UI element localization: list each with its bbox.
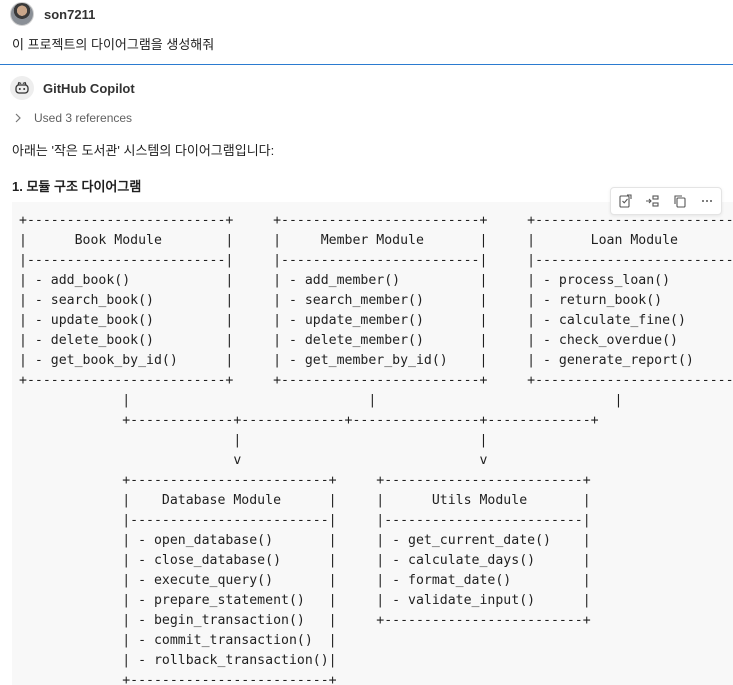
username: son7211	[44, 6, 96, 22]
code-content: +-------------------------+ +-----------…	[19, 211, 733, 685]
code-toolbar	[610, 187, 722, 215]
code-line: | Database Module | | Utils Module |	[19, 493, 591, 508]
code-line: | - begin_transaction() | +-------------…	[19, 613, 591, 628]
response-intro: 아래는 '작은 도서관' 시스템의 다이어그램입니다:	[12, 143, 275, 158]
code-line: |-------------------------| |-----------…	[19, 513, 591, 528]
code-line: | - search_book() | | - search_member() …	[19, 293, 733, 308]
code-line: | Book Module | | Member Module | | Loan…	[19, 233, 733, 248]
code-line: | - close_database() | | - calculate_day…	[19, 553, 591, 568]
message-divider	[0, 64, 733, 65]
code-line: +-------------------------+ +-----------…	[19, 473, 591, 488]
code-line: +-------------+-------------+-----------…	[19, 413, 599, 428]
code-line: | - execute_query() | | - format_date() …	[19, 573, 591, 588]
more-icon[interactable]	[696, 190, 718, 212]
code-line: | |	[19, 433, 488, 448]
assistant-header: GitHub Copilot	[10, 76, 135, 100]
user-header: son7211	[10, 2, 95, 26]
copilot-icon	[10, 76, 34, 100]
code-line: | - rollback_transaction()|	[19, 653, 337, 668]
code-line: +-------------------------+ +-----------…	[19, 373, 733, 388]
user-message: 이 프로젝트의 다이어그램을 생성해줘	[12, 37, 215, 52]
copy-icon[interactable]	[669, 190, 691, 212]
chevron-right-icon	[14, 113, 28, 123]
code-line: v v	[19, 453, 488, 468]
references-label: Used 3 references	[34, 111, 133, 125]
assistant-name: GitHub Copilot	[43, 80, 135, 96]
code-line: +-------------------------+ +-----------…	[19, 213, 733, 228]
code-line: | - update_book() | | - update_member() …	[19, 313, 733, 328]
code-line: | - open_database() | | - get_current_da…	[19, 533, 591, 548]
insert-icon[interactable]	[641, 190, 663, 212]
code-line: | - prepare_statement() | | - validate_i…	[19, 593, 591, 608]
section-title: 1. 모듈 구조 다이어그램	[12, 179, 142, 194]
code-line: | - delete_book() | | - delete_member() …	[19, 333, 733, 348]
code-line: | - add_book() | | - add_member() | | - …	[19, 273, 733, 288]
code-line: | - get_book_by_id() | | - get_member_by…	[19, 353, 733, 368]
user-avatar	[10, 2, 34, 26]
references-toggle[interactable]: Used 3 references	[14, 111, 132, 125]
code-line: | - commit_transaction() |	[19, 633, 337, 648]
apply-icon[interactable]	[614, 190, 636, 212]
code-line: | | |	[19, 393, 623, 408]
code-line: +-------------------------+	[19, 673, 337, 685]
code-block[interactable]: +-------------------------+ +-----------…	[12, 202, 733, 685]
code-line: |-------------------------| |-----------…	[19, 253, 733, 268]
